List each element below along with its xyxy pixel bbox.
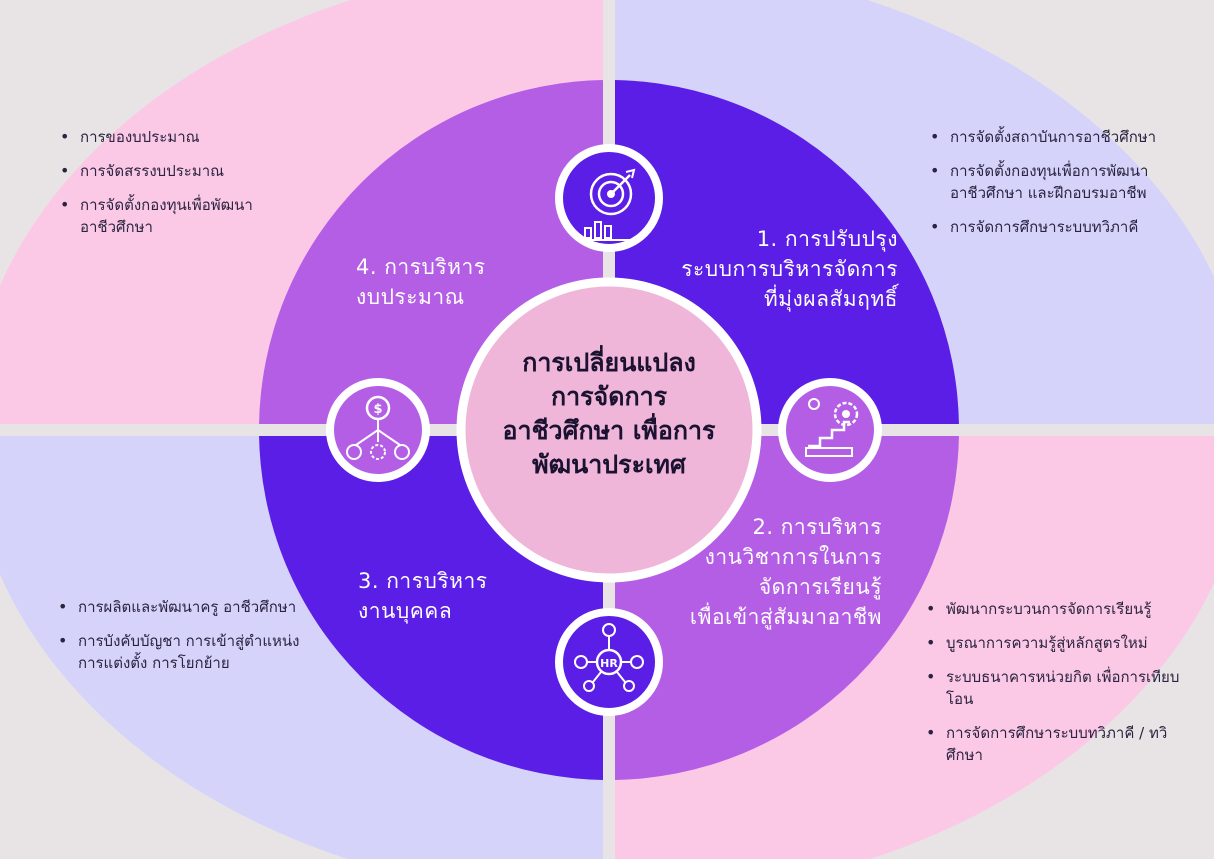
list-item: การบังคับบัญชา การเข้าสู่ตำแหน่ง การแต่ง… — [56, 630, 316, 674]
list-item: การจัดตั้งสถาบันการอาชีวศึกษา — [928, 126, 1198, 148]
section-4-bullets: การของบประมาณ การจัดสรรงบประมาณ การจัดตั… — [58, 126, 298, 250]
section-3-title-line: 3. การบริหาร — [358, 569, 488, 593]
list-item: การจัดตั้งกองทุนเพื่อพัฒนา อาชีวศึกษา — [58, 194, 298, 238]
section-3-title-line: งานบุคคล — [358, 599, 453, 623]
hr-network-icon: HR — [555, 608, 663, 716]
section-1-bullets: การจัดตั้งสถาบันการอาชีวศึกษา การจัดตั้ง… — [928, 126, 1198, 250]
list-item: การจัดการศึกษาระบบทวิภาคี / ทวิศึกษา — [924, 722, 1200, 766]
section-2-title-line: งานวิชาการในการ — [704, 545, 882, 569]
growth-gear-icon — [778, 378, 882, 482]
section-2-title-line: จัดการเรียนรู้ — [758, 575, 882, 599]
center-title-line: อาชีวศึกษา เพื่อการ — [502, 416, 716, 445]
budget-allocation-icon: $ — [326, 378, 430, 482]
section-2-bullets: พัฒนากระบวนการจัดการเรียนรู้ บูรณาการควา… — [924, 598, 1200, 778]
list-item: การจัดการศึกษาระบบทวิภาคี — [928, 216, 1198, 238]
center-title-line: การเปลี่ยนแปลง — [522, 348, 696, 377]
list-item: การของบประมาณ — [58, 126, 298, 148]
section-1-title-line: ระบบการบริหารจัดการ — [681, 257, 898, 281]
list-item: บูรณาการความรู้สู่หลักสูตรใหม่ — [924, 632, 1200, 654]
list-item: ระบบธนาคารหน่วยกิต เพื่อการเทียบโอน — [924, 666, 1200, 710]
center-title-line: พัฒนาประเทศ — [532, 450, 686, 479]
section-2-title-line: 2. การบริหาร — [752, 515, 882, 539]
section-2-title-line: เพื่อเข้าสู่สัมมาอาชีพ — [689, 605, 882, 629]
list-item: พัฒนากระบวนการจัดการเรียนรู้ — [924, 598, 1200, 620]
center-title-line: การจัดการ — [550, 382, 668, 411]
section-4-title-line: 4. การบริหาร — [356, 255, 486, 279]
section-1-title-line: 1. การปรับปรุง — [756, 227, 898, 251]
section-3-bullets: การผลิตและพัฒนาครู อาชีวศึกษา การบังคับบ… — [56, 596, 316, 686]
section-4-title-line: งบประมาณ — [356, 285, 465, 309]
center-title: การเปลี่ยนแปลง การจัดการ อาชีวศึกษา เพื่… — [464, 346, 754, 482]
list-item: การผลิตและพัฒนาครู อาชีวศึกษา — [56, 596, 316, 618]
section-3-title: 3. การบริหาร งานบุคคล — [358, 566, 558, 626]
svg-text:$: $ — [373, 402, 382, 417]
section-2-title: 2. การบริหาร งานวิชาการในการ จัดการเรียน… — [642, 512, 882, 632]
section-1-title-line: ที่มุ่งผลสัมฤทธิ์ — [763, 287, 898, 311]
svg-text:HR: HR — [600, 657, 618, 670]
target-icon — [555, 144, 663, 252]
list-item: การจัดตั้งกองทุนเพื่อการพัฒนา อาชีวศึกษา… — [928, 160, 1198, 204]
section-4-title: 4. การบริหาร งบประมาณ — [356, 252, 556, 312]
list-item: การจัดสรรงบประมาณ — [58, 160, 298, 182]
center-circle — [456, 277, 762, 583]
section-1-title: 1. การปรับปรุง ระบบการบริหารจัดการ ที่มุ… — [636, 224, 898, 314]
